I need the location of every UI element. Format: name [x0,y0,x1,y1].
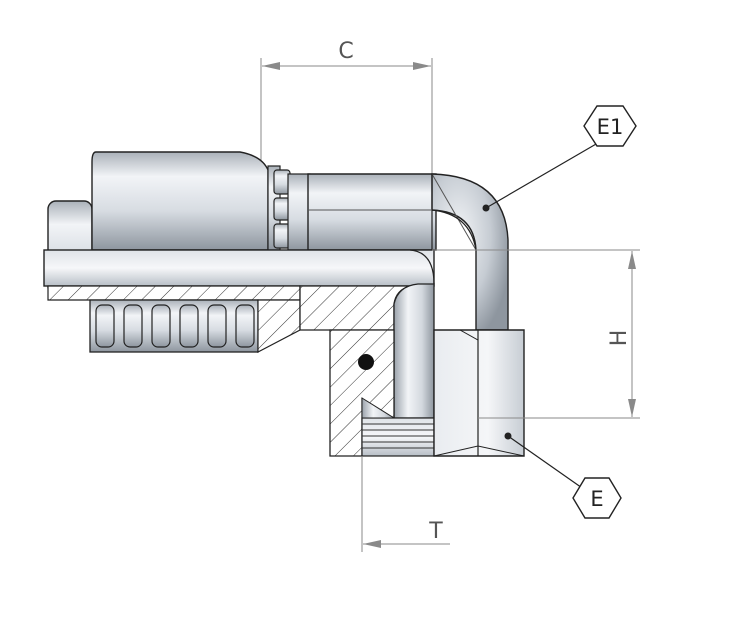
body-upper [307,173,437,251]
callout-e1-hexagon [583,105,637,147]
callout-e1-leader [485,139,604,209]
vertical-bore [393,283,435,419]
ferrule-section-hatch [47,285,301,301]
callout-e: E [504,432,622,519]
callout-e-label: E [590,487,603,511]
bore-tube [43,249,435,287]
dimension-h-label: H [607,330,632,347]
dimension-c-label: C [338,39,353,64]
callout-e1: E1 [482,105,637,212]
o-ring [358,354,374,370]
callout-e1-label: E1 [597,115,624,139]
callout-e1-dot [482,204,490,212]
callout-e-hexagon [572,477,622,519]
dimension-h-arrow-top [628,251,636,269]
dimension-h-arrow-bottom [628,399,636,417]
ferrule-outer [91,151,269,251]
dimension-c-arrow-right [413,62,431,70]
dimension-t-label: T [428,519,443,544]
dimension-c-arrow-left [262,62,280,70]
ferrule-serrations [89,299,259,353]
callout-e-dot [504,432,512,440]
dimension-t: T [361,456,450,552]
dimension-t-arrow [363,540,381,548]
ferrule-ring [267,165,311,251]
callout-e-leader [507,435,586,491]
dimension-h: H [432,249,640,419]
elbow-outer [431,173,509,331]
nut-thread [361,397,435,457]
